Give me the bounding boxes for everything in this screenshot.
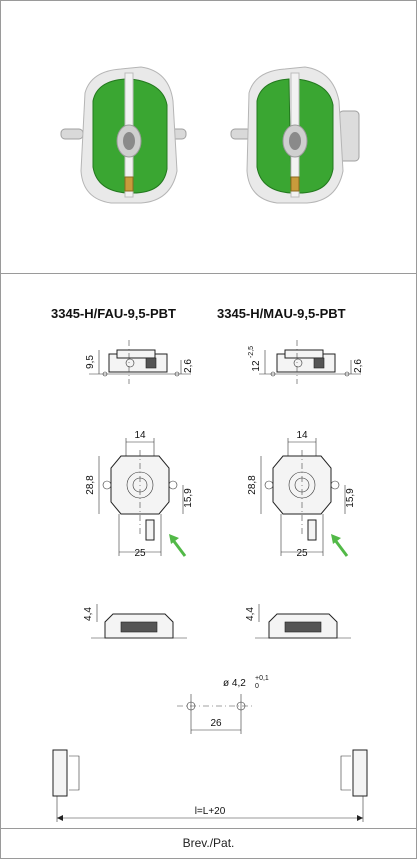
dim-2-6-right: 2,6	[353, 359, 364, 373]
arrow-left	[171, 539, 187, 557]
dim-length: l=L+20	[195, 806, 226, 817]
model-title-fau: 3345-H/FAU-9,5-PBT	[51, 306, 176, 321]
front-view-mau: 14 28,8 15,9 25	[247, 430, 356, 559]
bottom-view-fau: 4,4	[83, 604, 187, 639]
mounting-hole-detail: ø 4,2 +0,1 0 26	[177, 675, 269, 734]
arrow-right	[333, 539, 349, 557]
product-photo-panel	[1, 1, 416, 274]
patent-note: Brev./Pat.	[182, 836, 235, 850]
dim-25-right: 25	[296, 548, 308, 559]
front-view-fau: 14 28,8 15,9 25	[85, 430, 194, 559]
dim-sup-2-5: -2,5	[248, 346, 255, 358]
product-photos	[60, 66, 360, 204]
dim-26: 26	[210, 718, 222, 729]
dim-hole-tol-plus: +0,1	[255, 675, 269, 682]
dim-hole-tol-minus: 0	[255, 683, 259, 690]
dim-9-5: 9,5	[85, 355, 96, 369]
dim-28-8-left: 28,8	[85, 475, 96, 495]
technical-drawings: 9,5 2,6 12 -2,5 2,6	[52, 340, 368, 822]
dim-28-8-right: 28,8	[247, 475, 258, 495]
side-view-mau: 12 -2,5 2,6	[248, 340, 364, 384]
dim-hole-dia: ø 4,2	[223, 678, 246, 689]
dim-2-6-left: 2,6	[183, 359, 194, 373]
dim-15-9-right: 15,9	[345, 488, 356, 508]
technical-drawings-panel: 3345-H/FAU-9,5-PBT 3345-H/MAU-9,5-PBT 9,…	[1, 274, 416, 829]
model-title-mau: 3345-H/MAU-9,5-PBT	[217, 306, 346, 321]
assembly-length-view: l=L+20	[52, 749, 368, 822]
dim-14-right: 14	[296, 430, 308, 441]
side-view-fau: 9,5 2,6	[85, 340, 194, 384]
dim-25-left: 25	[134, 548, 146, 559]
dim-4-4-right: 4,4	[245, 607, 256, 621]
dim-15-9-left: 15,9	[183, 488, 194, 508]
lampholder-photo-fau	[60, 66, 187, 204]
dim-4-4-left: 4,4	[83, 607, 94, 621]
dim-14-left: 14	[134, 430, 146, 441]
bottom-view-mau: 4,4	[245, 604, 351, 639]
dim-12: 12	[251, 360, 262, 372]
lampholder-photo-mau	[230, 66, 360, 204]
